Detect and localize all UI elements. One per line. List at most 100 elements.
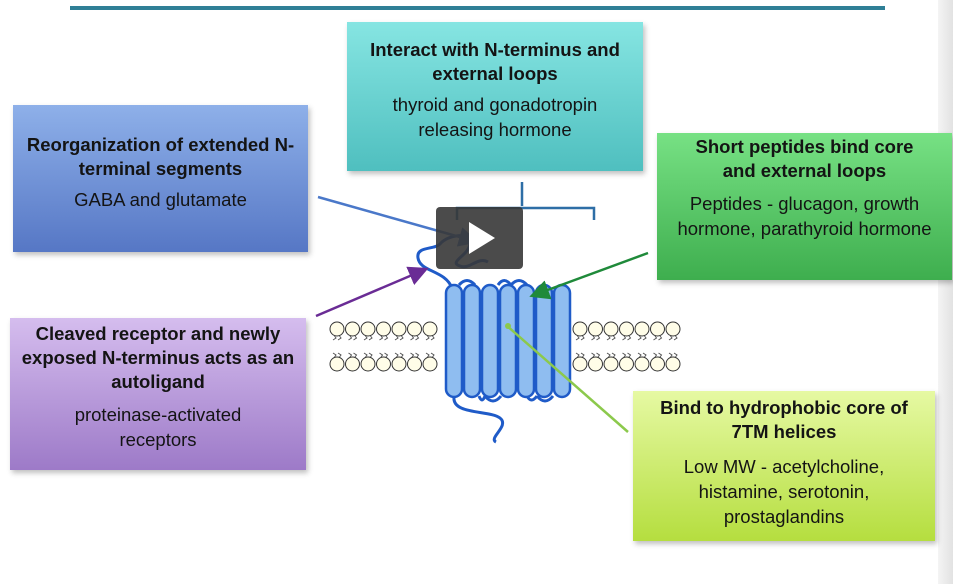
lipid-tail bbox=[410, 352, 415, 358]
lipid-head bbox=[360, 356, 376, 372]
receptor-loops bbox=[457, 279, 555, 403]
lipid-head bbox=[634, 356, 650, 372]
lipid-tail bbox=[642, 352, 647, 358]
lipid-tail bbox=[580, 352, 585, 358]
lipid-head bbox=[422, 321, 438, 337]
lipid-head bbox=[603, 321, 619, 337]
arrow-green bbox=[529, 251, 649, 300]
play-icon[interactable] bbox=[436, 207, 523, 269]
lipid-tail bbox=[415, 335, 420, 341]
lipid-tail bbox=[627, 352, 632, 358]
blue-body: GABA and glutamate bbox=[74, 189, 247, 210]
lipid-tail bbox=[658, 335, 663, 341]
purple-body: proteinase-activated receptors bbox=[74, 404, 242, 450]
helix-6 bbox=[534, 283, 554, 399]
lipid-tail bbox=[596, 335, 601, 341]
lipid-head bbox=[572, 356, 588, 372]
lipid-head bbox=[391, 356, 407, 372]
arrow-lime-head bbox=[505, 323, 511, 329]
lipid-tail bbox=[399, 352, 404, 358]
lipid-tail bbox=[363, 352, 368, 358]
lipid-tail bbox=[591, 335, 596, 341]
lipid-head bbox=[345, 356, 360, 372]
green-info-box: Short peptides bind core and external lo… bbox=[657, 133, 952, 280]
lipid-tail bbox=[410, 335, 415, 341]
lipid-tail bbox=[394, 352, 399, 358]
lipid-head bbox=[665, 356, 681, 372]
lipid-tail bbox=[384, 352, 389, 358]
lipid-tail bbox=[611, 335, 616, 341]
lipid-tail bbox=[668, 352, 673, 358]
helix-1 bbox=[444, 283, 464, 399]
transmembrane-helices bbox=[444, 283, 572, 399]
lipid-tail bbox=[353, 335, 358, 341]
lipid-head bbox=[572, 321, 588, 337]
lipid-head bbox=[650, 321, 665, 337]
arrow-lime bbox=[505, 324, 629, 433]
lipid-tail bbox=[575, 352, 580, 358]
lipid-tail bbox=[399, 335, 404, 341]
lipid-tail bbox=[637, 335, 642, 341]
lime-body: Low MW - acetylcholine, histamine, serot… bbox=[683, 456, 885, 527]
lipid-tail bbox=[348, 352, 353, 358]
lipid-head bbox=[588, 356, 603, 372]
lipid-head bbox=[345, 321, 360, 337]
lipid-tail bbox=[653, 335, 658, 341]
lipid-tail bbox=[353, 352, 358, 358]
lipid-head bbox=[603, 356, 619, 372]
lipid-tail bbox=[425, 335, 430, 341]
lipid-tail bbox=[668, 335, 673, 341]
lipid-tail bbox=[430, 335, 435, 341]
lipid-tail bbox=[658, 352, 663, 358]
lipid-tail bbox=[642, 335, 647, 341]
lipid-head bbox=[407, 356, 422, 372]
lipid-tail bbox=[622, 335, 627, 341]
blue-info-box: Reorganization of extended N-terminal se… bbox=[13, 105, 308, 252]
lipid-head bbox=[650, 356, 665, 372]
lipid-tail bbox=[332, 335, 337, 341]
lipid-tail bbox=[425, 352, 430, 358]
lipid-bilayer bbox=[329, 321, 681, 372]
c-terminus bbox=[452, 396, 504, 444]
lipid-tail bbox=[379, 335, 384, 341]
lipid-tail bbox=[591, 352, 596, 358]
lipid-tail bbox=[379, 352, 384, 358]
lipid-head bbox=[407, 321, 422, 337]
helix-3 bbox=[480, 283, 500, 399]
lime-info-box: Bind to hydrophobic core of 7TM helices … bbox=[633, 391, 935, 541]
lipid-tail bbox=[637, 352, 642, 358]
lipid-tail bbox=[575, 335, 580, 341]
lipid-head bbox=[329, 321, 345, 337]
lipid-head bbox=[619, 321, 634, 337]
lipid-head bbox=[376, 321, 391, 337]
lipid-head bbox=[360, 321, 376, 337]
lipid-tail bbox=[430, 352, 435, 358]
lipid-tail bbox=[622, 352, 627, 358]
teal-title: Interact with N-terminus and external lo… bbox=[370, 39, 620, 84]
lipid-head bbox=[634, 321, 650, 337]
teal-body: thyroid and gonadotropin releasing hormo… bbox=[392, 94, 598, 140]
green-body: Peptides - glucagon, growth hormone, par… bbox=[677, 193, 932, 239]
lipid-tail bbox=[611, 352, 616, 358]
lipid-tail bbox=[337, 352, 342, 358]
lipid-head bbox=[329, 356, 345, 372]
helix-4 bbox=[498, 283, 518, 399]
lipid-head bbox=[665, 321, 681, 337]
lipid-tail bbox=[363, 335, 368, 341]
header-rule bbox=[70, 6, 885, 10]
purple-title: Cleaved receptor and newly exposed N-ter… bbox=[21, 323, 295, 392]
purple-info-box: Cleaved receptor and newly exposed N-ter… bbox=[10, 318, 306, 470]
green-title: Short peptides bind core and external lo… bbox=[695, 136, 914, 181]
lipid-head bbox=[391, 321, 407, 337]
lipid-head bbox=[422, 356, 438, 372]
lipid-tail bbox=[368, 335, 373, 341]
blue-title: Reorganization of extended N-terminal se… bbox=[26, 134, 295, 179]
lipid-head bbox=[619, 356, 634, 372]
lipid-tail bbox=[337, 335, 342, 341]
lipid-tail bbox=[368, 352, 373, 358]
lipid-tail bbox=[580, 335, 585, 341]
lipid-tail bbox=[673, 335, 678, 341]
lipid-tail bbox=[606, 335, 611, 341]
arrow-purple bbox=[315, 266, 429, 318]
